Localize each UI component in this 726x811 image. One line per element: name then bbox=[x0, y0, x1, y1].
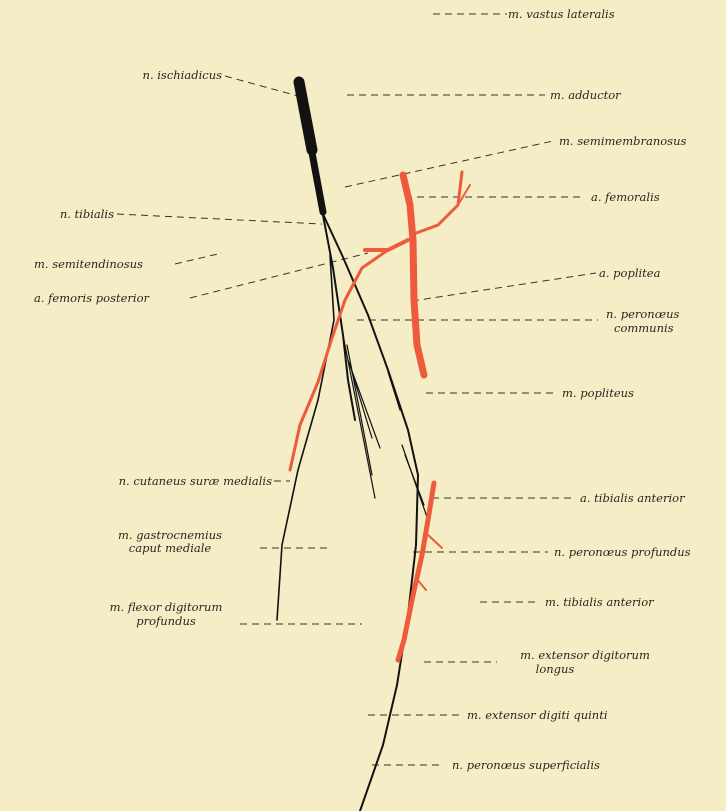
femoral-artery bbox=[403, 175, 424, 375]
label-popliteus: m. popliteus bbox=[562, 386, 634, 400]
femoral-artery-branch bbox=[411, 172, 462, 235]
label-ischiadicus: n. ischiadicus bbox=[80, 68, 222, 82]
deep-femoral-branch bbox=[365, 240, 408, 250]
label-peronaeus-communis-2: communis bbox=[614, 321, 674, 335]
arteries bbox=[290, 172, 470, 660]
label-peronaeus-communis-1: n. peronœus bbox=[606, 307, 679, 321]
label-semimembranosus: m. semimembranosus bbox=[559, 134, 686, 148]
label-ext-dig-longus-2: longus bbox=[500, 662, 610, 676]
label-tibialis-anterior-artery: a. tibialis anterior bbox=[580, 491, 685, 505]
label-vastus-lateralis: m. vastus lateralis bbox=[508, 7, 615, 21]
anterior-tibial-artery bbox=[398, 483, 434, 660]
label-flexor-1: m. flexor digitorum bbox=[86, 600, 246, 614]
label-femoris-posterior: a. femoris posterior bbox=[34, 291, 149, 305]
label-semitendinosus: m. semitendinosus bbox=[34, 257, 143, 271]
label-tibialis: n. tibialis bbox=[10, 207, 114, 221]
posterior-femoral-artery bbox=[290, 250, 388, 470]
label-cutaneus-surae: n. cutaneus suræ medialis bbox=[50, 474, 272, 488]
label-ext-dig-longus-1: m. extensor digitorum bbox=[500, 648, 670, 662]
label-poplitea: a. poplitea bbox=[599, 266, 660, 280]
sural-nerve bbox=[277, 255, 334, 620]
label-flexor-2: profundus bbox=[86, 614, 246, 628]
label-peronaeus-profundus: n. peronœus profundus bbox=[554, 545, 691, 559]
label-peronaeus-superficialis: n. peronœus superficialis bbox=[452, 758, 600, 772]
label-adductor: m. adductor bbox=[550, 88, 621, 102]
label-gastrocnemius-2: caput mediale bbox=[100, 541, 240, 555]
label-gastrocnemius-1: m. gastrocnemius bbox=[100, 528, 240, 542]
label-femoralis: a. femoralis bbox=[591, 190, 660, 204]
label-tibialis-anterior-muscle: m. tibialis anterior bbox=[545, 595, 654, 609]
peroneal-communis-nerve bbox=[322, 212, 418, 811]
label-ext-dig-quinti: m. extensor digiti quinti bbox=[467, 708, 608, 722]
